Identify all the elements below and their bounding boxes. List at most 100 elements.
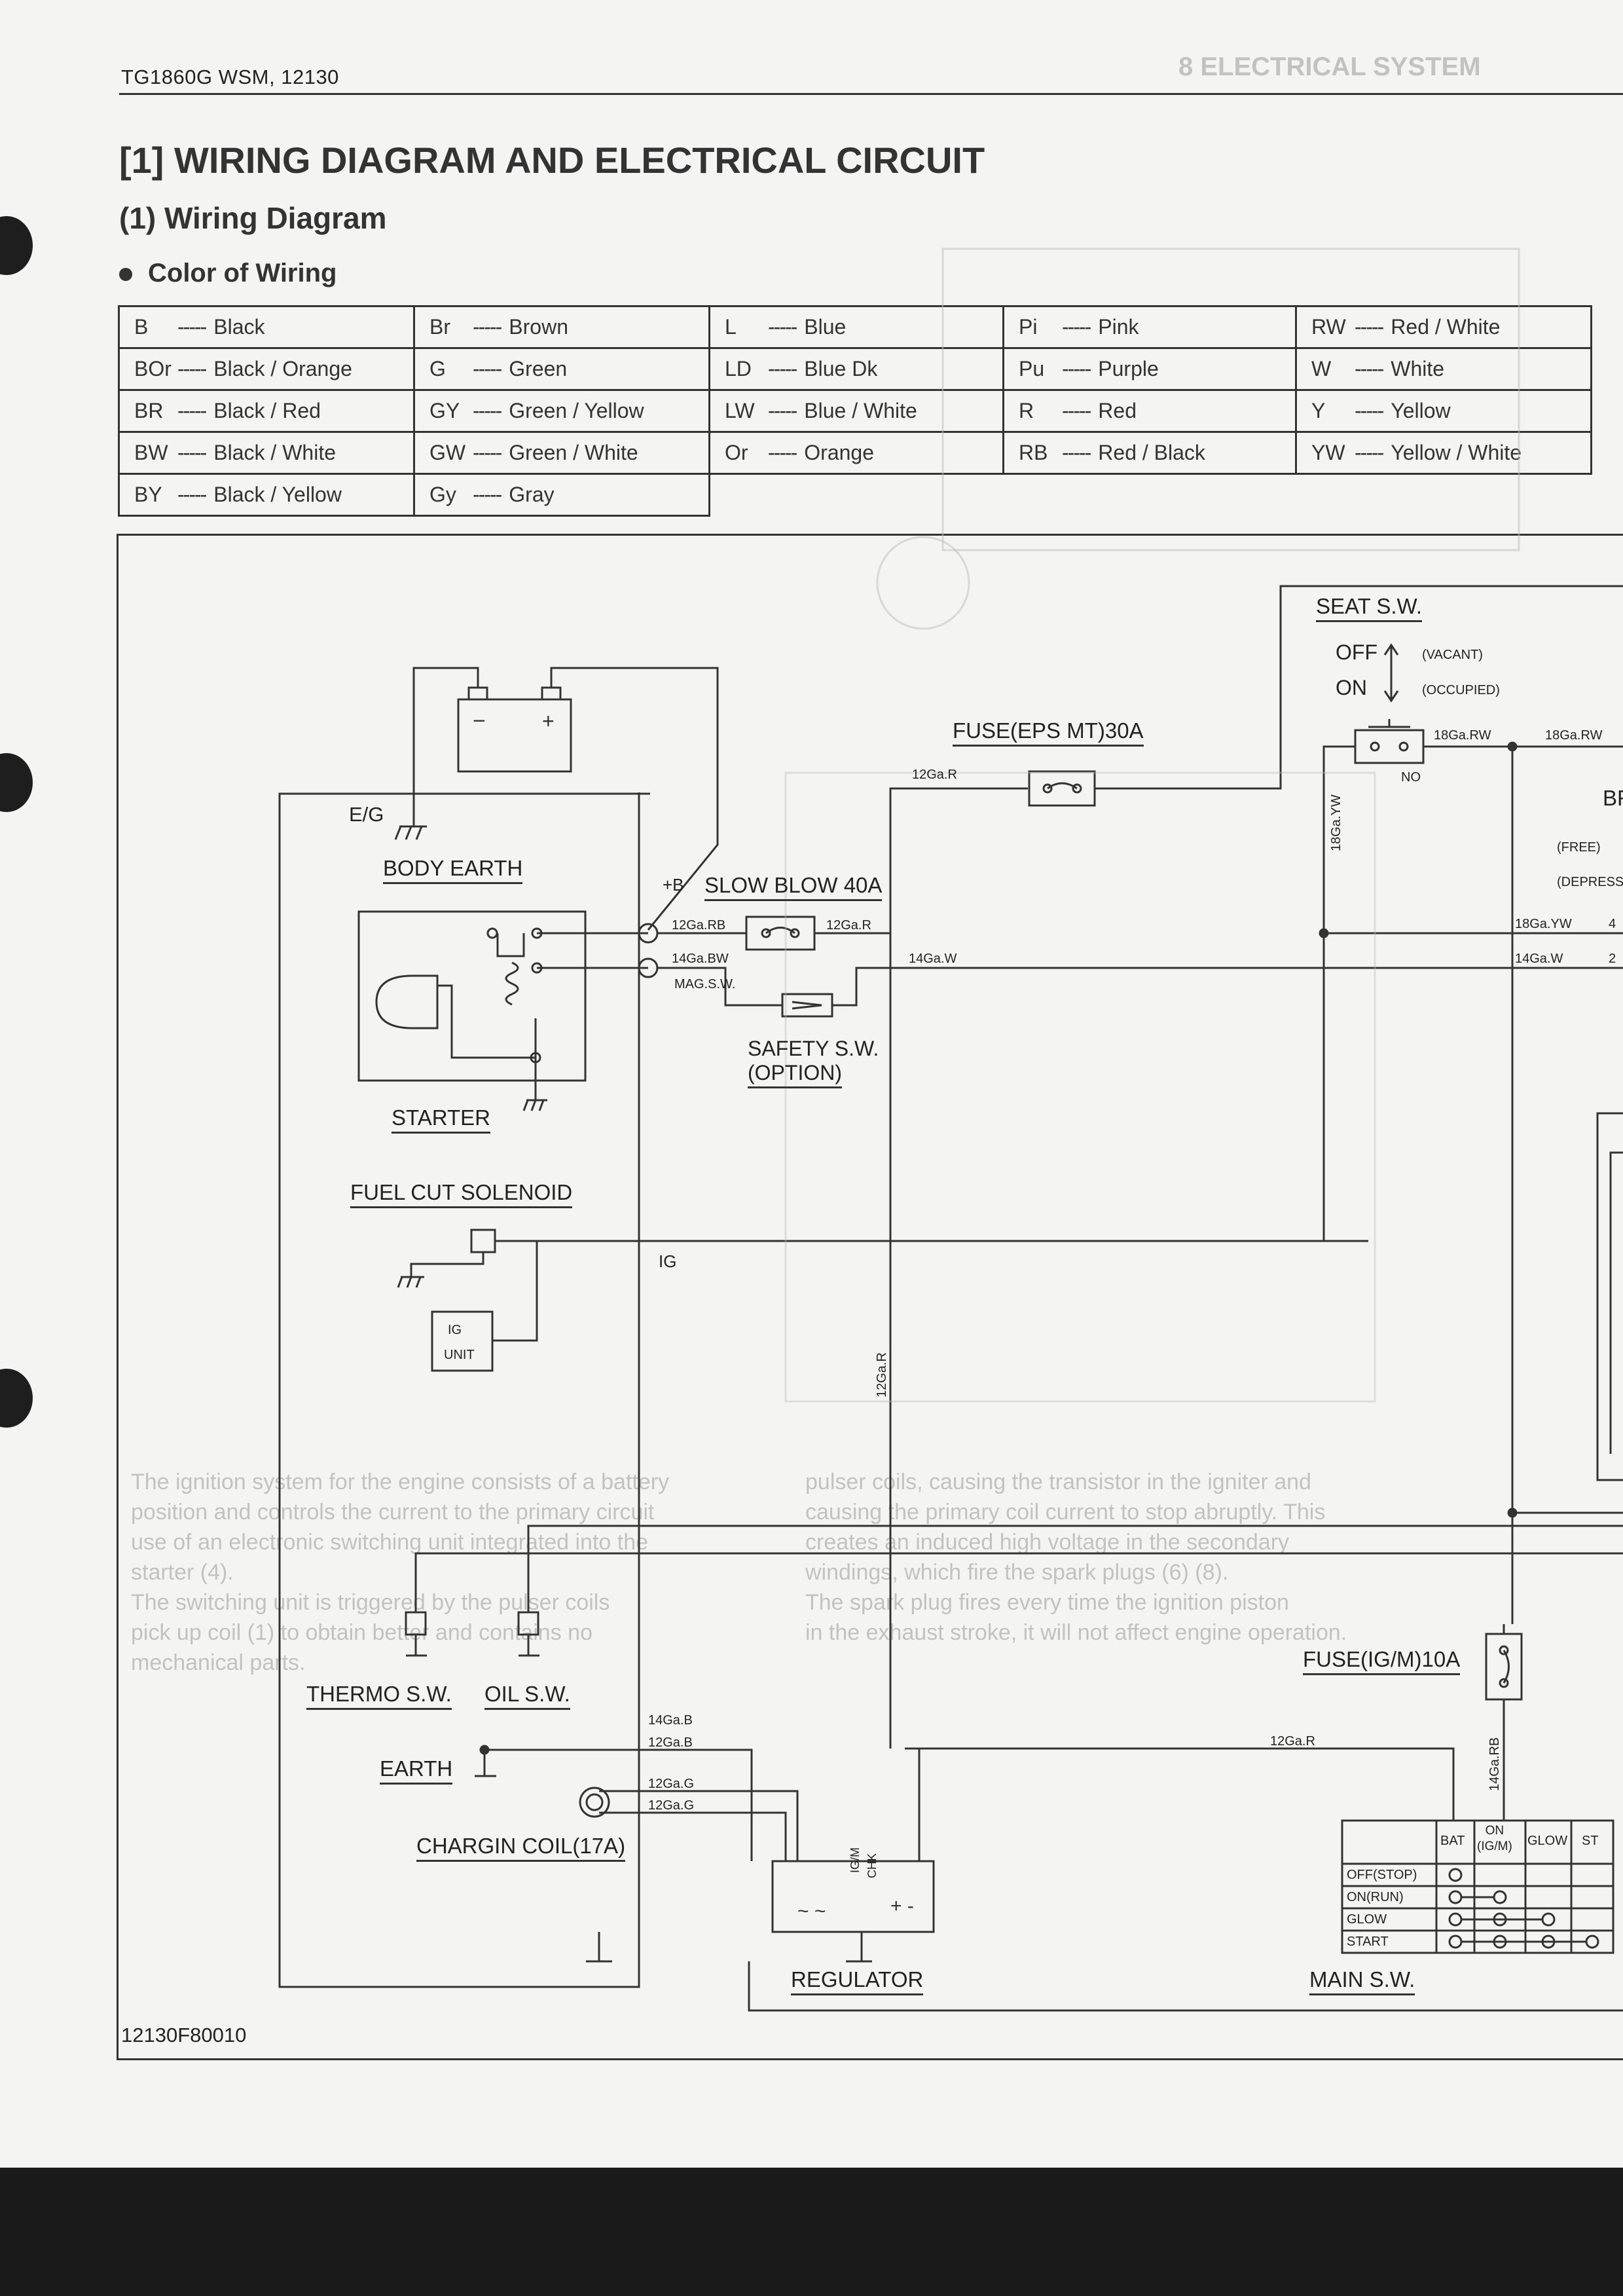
wire-color-code: GW	[429, 441, 466, 464]
fuel-cut-solenoid	[470, 1229, 496, 1253]
oil-switch-label: OIL S.W.	[484, 1682, 570, 1710]
wire-color-code: RB	[1019, 441, 1048, 464]
wire-color-name: Red / Black	[1098, 441, 1205, 464]
wire-color-separator: -----	[1355, 441, 1384, 464]
bleed-through: 8 ELECTRICAL SYSTEM	[1178, 52, 1481, 81]
seat-no-label: NO	[1401, 770, 1421, 785]
seat-switch-label: SEAT S.W.	[1316, 594, 1422, 622]
regulator-plus-minus: + -	[890, 1895, 914, 1917]
wire-color-separator: -----	[768, 441, 797, 464]
wire-color-code: G	[429, 357, 446, 380]
seat-yw-wire	[1322, 745, 1623, 935]
free-label: (FREE)	[1557, 840, 1601, 855]
wire-color-separator: -----	[473, 315, 502, 339]
battery-terminal-negative	[467, 686, 488, 701]
color-of-wiring-heading: Color of Wiring	[119, 259, 337, 288]
wire-color-name: Black	[213, 315, 265, 339]
wire-color-cell: BR-----Black / Red	[118, 389, 415, 433]
main-switch-col-st: ST	[1582, 1834, 1599, 1848]
wire-color-cell: BW-----Black / White	[118, 431, 415, 475]
wire-color-separator: -----	[1355, 357, 1384, 380]
fuse-igm	[1485, 1633, 1523, 1701]
wire-color-code: LW	[725, 399, 755, 422]
wire-color-code: B	[134, 315, 149, 339]
wire-label-12garb: 12Ga.RB	[672, 918, 726, 933]
wire-color-separator: -----	[1062, 441, 1091, 464]
battery-terminal-positive	[541, 686, 562, 701]
ig-unit-label-1: IG	[448, 1323, 462, 1337]
header-rule	[119, 93, 1623, 95]
wire-color-name: Green	[509, 357, 568, 380]
regulator-ac-mark: ~ ~	[797, 1900, 826, 1922]
wire-color-separator: -----	[177, 441, 207, 464]
wire-label-12gar: 12Ga.R	[912, 768, 957, 782]
main-switch-col-bat: BAT	[1440, 1834, 1465, 1848]
seat-vacant-label: (VACANT)	[1422, 648, 1483, 662]
oil-wire	[527, 1525, 1623, 1612]
wire-label-18garw: 18Ga.RW	[1545, 728, 1603, 743]
wire-color-separator: -----	[768, 357, 797, 380]
wire-color-separator: -----	[473, 483, 502, 506]
wire-color-separator: -----	[473, 357, 502, 380]
wire-color-name: Orange	[804, 441, 875, 464]
depress-label: (DEPRESS	[1557, 875, 1623, 889]
wire-color-code: L	[725, 315, 737, 339]
wire-color-separator: -----	[473, 441, 502, 464]
wire-color-separator: -----	[177, 315, 207, 339]
wire-color-name: Red / White	[1391, 315, 1501, 339]
plus-b-label: +B	[663, 875, 684, 895]
wire-label-18gayw: 18Ga.YW	[1515, 917, 1572, 931]
mag-switch-wire	[657, 967, 782, 1007]
wire-color-name: Blue	[804, 315, 847, 339]
diagram-frame	[117, 534, 1623, 2060]
wire-color-separator: -----	[1062, 315, 1091, 339]
safety-switch	[781, 993, 833, 1018]
regulator-label: REGULATOR	[791, 1967, 924, 1995]
eps-output-wire	[1095, 585, 1623, 790]
ig-unit-label-2: UNIT	[444, 1348, 475, 1362]
fuse-igm-label: FUSE(IG/M)10A	[1303, 1647, 1461, 1675]
seat-switch	[1354, 729, 1425, 764]
wire-color-name: Blue / White	[804, 399, 917, 422]
battery-plus-sign: +	[542, 709, 555, 733]
wire-label-14garb-vertical: 14Ga.RB	[1487, 1737, 1502, 1791]
wire-color-separator: -----	[1062, 357, 1091, 380]
wire-color-code: Or	[725, 441, 748, 464]
thermo-switch	[405, 1611, 427, 1636]
battery-negative-lead	[412, 667, 479, 826]
wire-color-code: BY	[134, 483, 162, 506]
starter-pinion	[375, 974, 439, 1029]
wire-color-cell: G ----- Green	[413, 347, 710, 391]
main-switch-row-glow: GLOW	[1347, 1912, 1387, 1927]
safety-option-label: (OPTION)	[748, 1061, 842, 1088]
wire-edge-number: 2	[1609, 952, 1616, 966]
fuel-cut-label: FUEL CUT SOLENOID	[350, 1180, 573, 1208]
wire-color-name: White	[1391, 357, 1445, 380]
main-switch-table	[1341, 1819, 1614, 1954]
charging-coil-icon	[579, 1787, 610, 1818]
wire-color-cell: GW-----Green / White	[413, 431, 710, 475]
wire-color-separator: -----	[1355, 315, 1384, 339]
wire-color-separator: -----	[1062, 399, 1091, 422]
wire-label-18garw: 18Ga.RW	[1434, 728, 1491, 743]
br-label: BR	[1603, 786, 1623, 810]
wire-label-18gayw-vertical: 18Ga.YW	[1329, 794, 1343, 851]
seat-occupied-label: (OCCUPIED)	[1422, 683, 1500, 697]
regulator-chk-label: CHK	[866, 1853, 879, 1878]
wire-color-cell: B -----Black	[118, 305, 415, 349]
oil-switch	[517, 1611, 539, 1636]
wire-color-code: RW	[1311, 315, 1346, 339]
wire-color-name: Gray	[509, 483, 555, 506]
wire-label-12gag: 12Ga.G	[648, 1777, 695, 1791]
ground-bus-wire	[278, 792, 650, 1988]
battery-minus-sign: −	[473, 709, 486, 733]
wire-color-code: BOr	[134, 357, 172, 380]
wire-color-cell: W-----White	[1295, 347, 1592, 391]
starter-motor	[357, 910, 587, 1082]
main-switch-col-on: ON (IG/M)	[1477, 1824, 1512, 1853]
